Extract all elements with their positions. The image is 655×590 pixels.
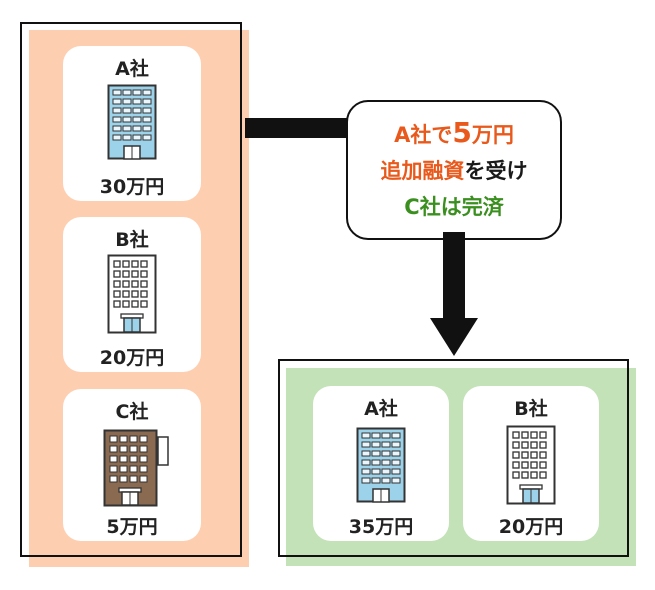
company-name: B社: [115, 229, 149, 251]
company-amount: 5万円: [106, 516, 158, 538]
company-card-c: C社 5万円: [63, 389, 201, 541]
company-card-b: B社 20万円: [63, 217, 201, 372]
callout-box: A社で5万円 追加融資を受け C社は完済: [346, 100, 562, 240]
right-group-frame: [278, 359, 629, 557]
company-amount: 20万円: [99, 347, 165, 369]
glass-office-building-icon: [107, 84, 157, 160]
callout-text: を受け: [464, 159, 528, 183]
callout-text: 追加融資: [380, 159, 465, 183]
company-name: C社: [115, 401, 149, 423]
glass-office-building-icon: [356, 427, 406, 503]
white-office-building-icon: [107, 254, 157, 334]
company-amount: 20万円: [498, 516, 564, 538]
callout-line-2: 追加融資を受け: [348, 153, 560, 189]
company-amount: 35万円: [348, 516, 414, 538]
callout-text: A社で: [394, 123, 453, 147]
down-arrow-icon: [430, 318, 478, 356]
left-group-frame: [20, 22, 242, 557]
connector-line: [245, 118, 351, 138]
callout-line-3: C社は完済: [404, 195, 504, 219]
callout-highlight-number: 5: [452, 116, 472, 149]
company-amount: 30万円: [99, 176, 165, 198]
company-card-a-after: A社 35万円: [313, 386, 449, 541]
callout-text: 万円: [471, 123, 514, 147]
arrow-shaft: [443, 232, 465, 322]
callout-line-1: A社で5万円: [348, 115, 560, 153]
company-name: B社: [514, 398, 548, 420]
company-card-a: A社 30万円: [63, 46, 201, 201]
brown-office-building-icon: [103, 429, 169, 507]
company-card-b-after: B社 20万円: [463, 386, 599, 541]
white-office-building-icon: [506, 425, 556, 505]
company-name: A社: [364, 398, 398, 420]
company-name: A社: [115, 58, 149, 80]
